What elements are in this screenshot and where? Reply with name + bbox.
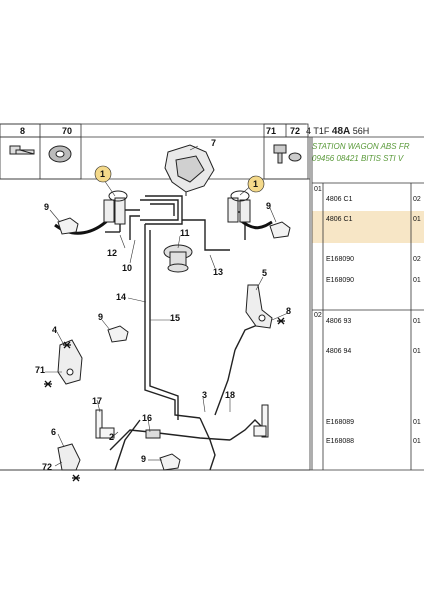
union-fitting: [145, 429, 161, 439]
flexible-hoses: [54, 218, 273, 235]
part-row-2-qty: 01: [413, 216, 421, 223]
bracket-six: [57, 443, 81, 471]
part-row-6-qty: 01: [413, 348, 421, 355]
highlight-marker-left: [94, 165, 112, 183]
description-line-2: 09456 08421 BITIS STI V: [312, 154, 404, 163]
part-row-1-qty: 02: [413, 196, 421, 203]
callout-18: 18: [225, 390, 236, 400]
callout-15: 15: [170, 313, 181, 323]
box-label-72: 72: [290, 126, 301, 136]
callout-5: 5: [262, 268, 268, 278]
header-code1: T1F: [313, 126, 330, 136]
group-01: 01: [314, 186, 322, 193]
part-row-4-label: E168090: [326, 277, 355, 284]
callout-9-c: 9: [98, 312, 104, 322]
rear-left-bracket: [57, 339, 83, 385]
frame-lines: [0, 123, 424, 471]
bracket-clips: [57, 217, 291, 471]
part-row-7-qty: 01: [413, 419, 421, 426]
part-row-6-label: 4806 94: [326, 348, 352, 355]
junction-icon: [163, 244, 193, 273]
rear-fittings: [95, 404, 269, 439]
box-label-71: 71: [266, 126, 277, 136]
rear-right-bracket: [245, 284, 273, 329]
catalog-header: 4 T1F 48A 56H: [306, 124, 424, 138]
callout-10: 10: [122, 263, 133, 273]
callout-12: 12: [107, 248, 118, 258]
callout-9-b: 9: [266, 201, 272, 211]
highlight-marker-right: [247, 175, 265, 193]
callout-2: 2: [109, 432, 115, 442]
callout-9-a: 9: [44, 202, 50, 212]
part-row-5-label: 4806 93: [326, 318, 352, 325]
highlight-markers: [94, 165, 265, 193]
abs-unit-icon: [164, 144, 215, 196]
washer-icon: [48, 145, 72, 163]
part-row-5-qty: 01: [413, 318, 421, 325]
callout-14: 14: [116, 292, 127, 302]
header-code3: 56H: [352, 126, 370, 136]
group-02: 02: [314, 312, 322, 319]
callout-8: 8: [286, 306, 292, 316]
header-code2: 48A: [331, 126, 351, 137]
part-row-3-label: E168090: [326, 256, 355, 263]
fastener-markers: [44, 317, 285, 482]
callout-4: 4: [52, 325, 58, 335]
header-prefix: 4: [306, 126, 312, 136]
callout-71: 71: [35, 365, 46, 375]
callout-7: 7: [211, 138, 217, 148]
part-row-2-label: 4806 C1: [326, 216, 353, 223]
description-line-1: STATION WAGON ABS FR: [312, 142, 410, 151]
part-row-4-qty: 01: [413, 277, 421, 284]
callout-3: 3: [202, 390, 208, 400]
brake-fittings: [103, 190, 251, 225]
callout-17: 17: [92, 396, 103, 406]
box-label-8: 8: [20, 126, 26, 136]
vehicle-description: STATION WAGON ABS FR 09456 08421 BITIS S…: [312, 141, 424, 179]
callout-72: 72: [42, 462, 53, 472]
box-label-70: 70: [62, 126, 73, 136]
callout-leaders: [45, 145, 289, 467]
part-row-7-label: E168089: [326, 419, 355, 426]
bolt-icon: [9, 145, 35, 155]
part-row-3-qty: 02: [413, 256, 421, 263]
callout-11: 11: [180, 228, 190, 238]
callout-1-left: 1: [100, 169, 106, 179]
callout-6: 6: [51, 427, 57, 437]
callout-9-d: 9: [141, 454, 147, 464]
part-row-8-qty: 01: [413, 438, 421, 445]
screw-icon: [273, 144, 302, 164]
highlighted-row: [312, 211, 424, 243]
part-row-8-label: E168088: [326, 438, 355, 445]
part-row-1-label: 4806 C1: [326, 196, 353, 203]
callout-13: 13: [213, 267, 224, 277]
callout-1-right: 1: [253, 179, 259, 189]
callout-16: 16: [142, 413, 153, 423]
